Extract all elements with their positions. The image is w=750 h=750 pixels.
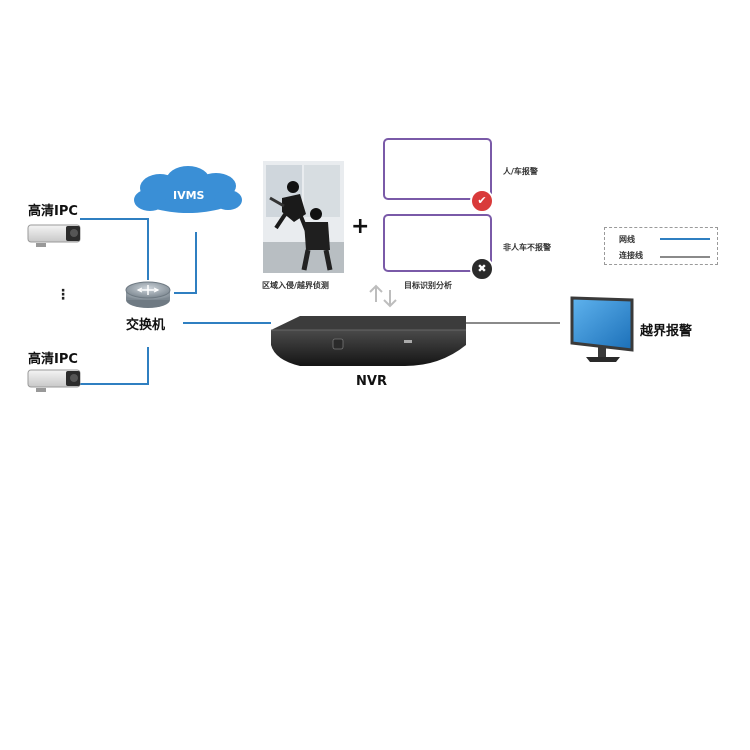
accept-badge: ✔ — [470, 189, 494, 213]
cloud-label: IVMS — [173, 189, 205, 202]
nvr-device-icon — [271, 316, 466, 366]
cloud-icon — [134, 166, 242, 213]
ipc-camera-top-icon — [27, 224, 81, 247]
more-cameras-ellipsis: ⋮ — [56, 287, 70, 303]
legend: 网线 连接线 — [604, 227, 718, 265]
human-vehicle-panel — [383, 138, 492, 200]
ipc-top-label: 高清IPC — [28, 204, 78, 219]
switch-icon — [125, 281, 171, 308]
line-ipc-bottom-to-switch — [80, 347, 149, 385]
connection-lines — [466, 256, 710, 324]
ipc-bottom-label: 高清IPC — [28, 352, 78, 367]
line-ipc-top-to-switch — [80, 218, 149, 280]
sync-arrows-icon — [369, 284, 397, 308]
human-vehicle-alarm-label: 人/车报警 — [503, 167, 538, 176]
non-human-vehicle-label: 非人车不报警 — [503, 243, 551, 252]
line-cloud-to-switch — [174, 232, 197, 294]
ipc-camera-bottom-icon — [27, 369, 81, 392]
intrusion-caption: 区域入侵/越界侦测 — [262, 281, 329, 290]
legend-network-label: 网线 — [619, 235, 635, 244]
nvr-label: NVR — [356, 374, 387, 389]
intrusion-photo — [263, 161, 344, 273]
legend-connection-label: 连接线 — [619, 251, 643, 260]
monitor-icon — [570, 296, 634, 362]
target-caption: 目标识别分析 — [404, 281, 452, 290]
reject-badge: ✖ — [470, 257, 494, 281]
plus-sign: + — [351, 214, 370, 239]
monitor-label: 越界报警 — [640, 324, 693, 339]
switch-label: 交换机 — [126, 318, 166, 333]
network-lines — [80, 218, 710, 385]
